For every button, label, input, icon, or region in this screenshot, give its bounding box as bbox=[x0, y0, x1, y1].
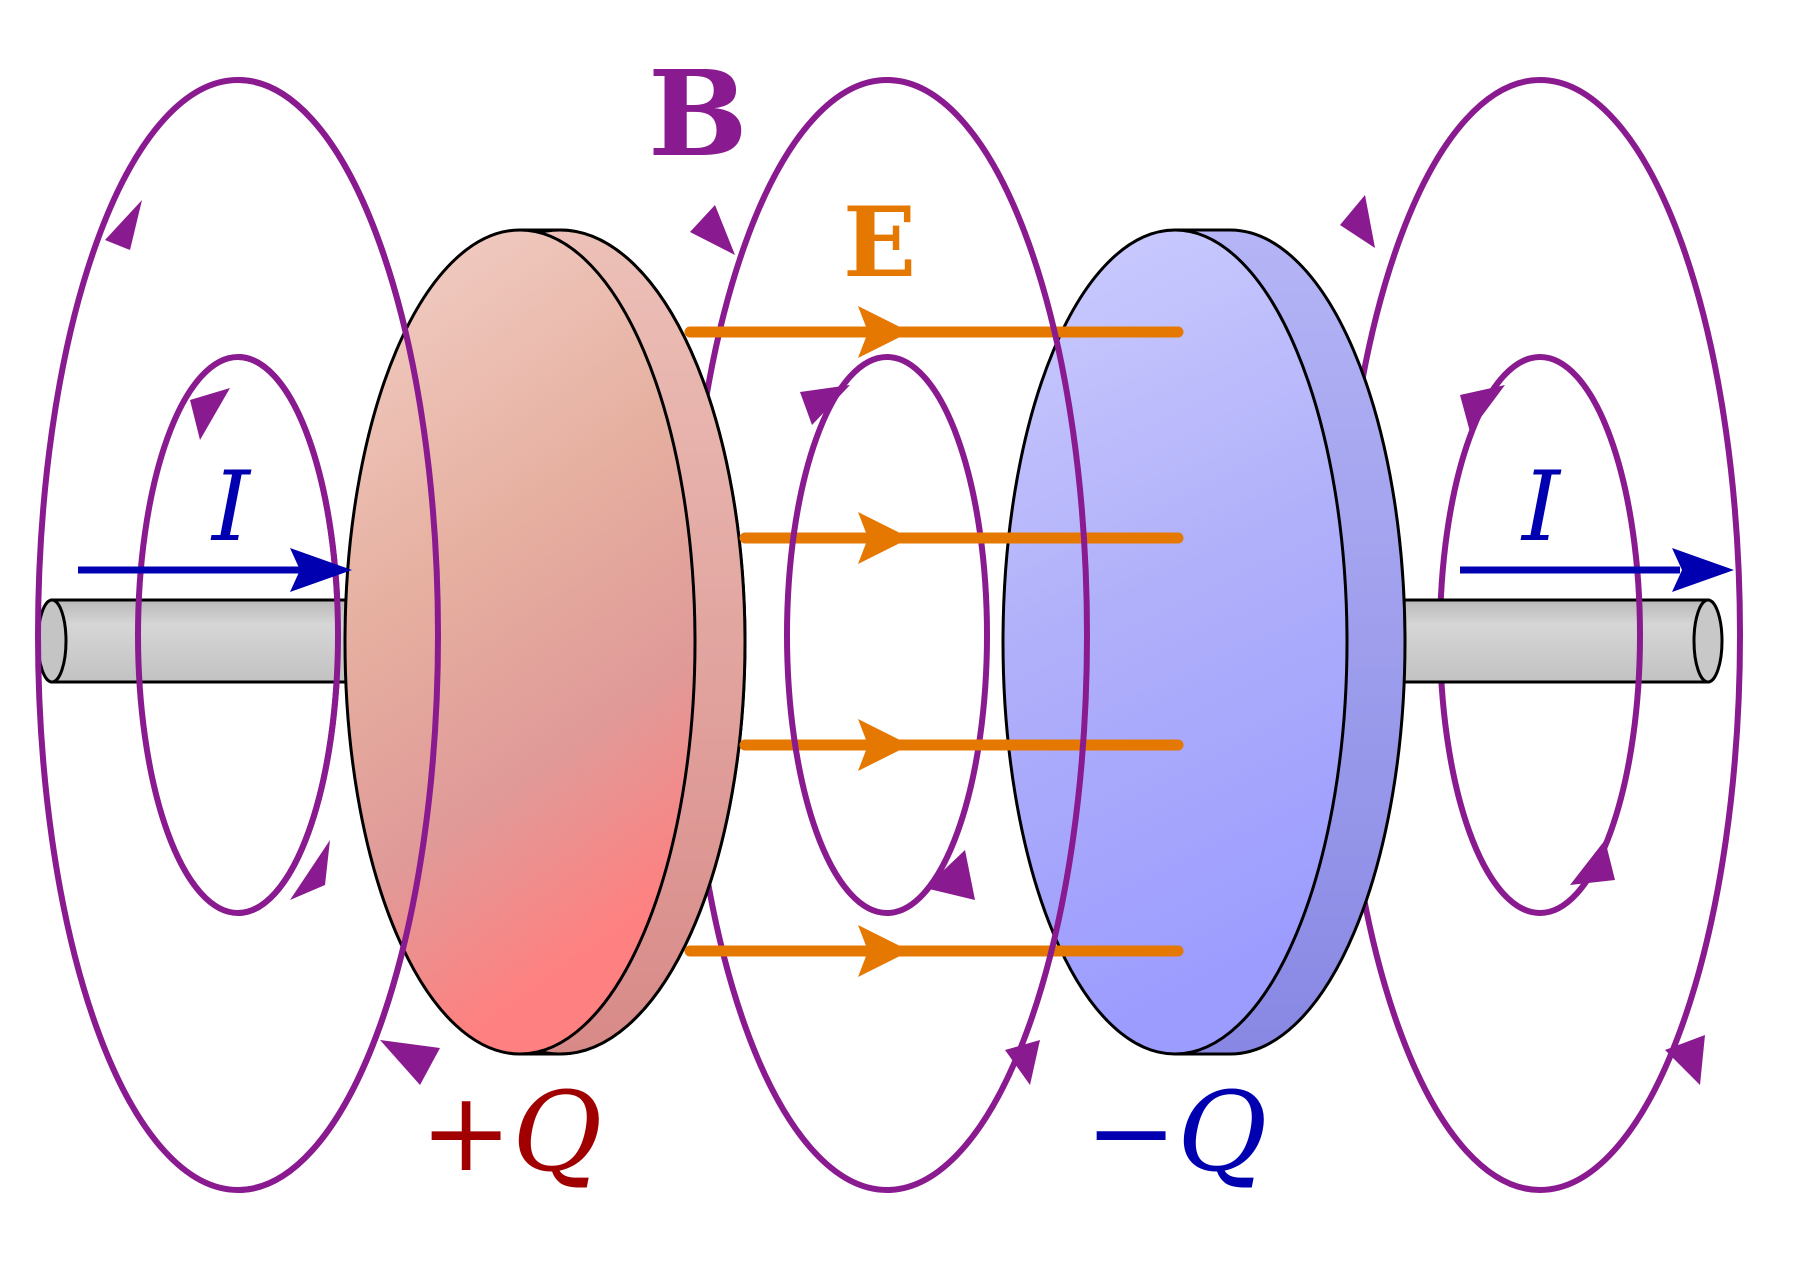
electric-field-label: E bbox=[843, 186, 916, 299]
b-loop-outer-right-front bbox=[1540, 77, 1743, 1193]
current-label-right: I bbox=[1520, 451, 1562, 563]
positive-charge-sign: + bbox=[420, 1068, 512, 1196]
negative-charge-label: −Q bbox=[1085, 1068, 1267, 1196]
e-line-2 bbox=[739, 512, 1184, 564]
positive-plate bbox=[343, 228, 747, 1056]
positive-charge-label: +Q bbox=[420, 1068, 602, 1196]
e-line-1 bbox=[684, 306, 1184, 358]
b-loop-inner-left-front bbox=[135, 354, 238, 916]
magnetic-field-label: B bbox=[648, 44, 748, 183]
positive-charge-symbol: Q bbox=[512, 1068, 602, 1196]
current-arrow-right bbox=[1460, 548, 1734, 592]
e-line-3 bbox=[739, 719, 1184, 771]
b-loop-inner-mid-back bbox=[890, 354, 990, 916]
current-arrow-left bbox=[78, 548, 352, 592]
b-loop-inner-right-front bbox=[1540, 354, 1643, 916]
negative-charge-sign: − bbox=[1085, 1068, 1177, 1196]
b-loop-outer-mid-front bbox=[890, 77, 1090, 1193]
e-line-4 bbox=[684, 925, 1184, 977]
negative-plate bbox=[1001, 228, 1407, 1056]
b-loop-outer-left-lower-right bbox=[237, 634, 441, 1193]
magnetic-field-front-halves bbox=[35, 77, 1743, 1193]
b-loop-outer-left-upper-right bbox=[237, 77, 441, 636]
wire-right bbox=[1378, 598, 1724, 684]
negative-charge-symbol: Q bbox=[1177, 1068, 1267, 1196]
electric-field-lines bbox=[684, 306, 1184, 977]
b-loop-inner-mid-front bbox=[784, 354, 890, 916]
current-label-left: I bbox=[210, 451, 252, 563]
magnetic-field-arrowheads bbox=[105, 195, 1705, 1085]
b-loop-outer-left-front bbox=[35, 77, 238, 1193]
